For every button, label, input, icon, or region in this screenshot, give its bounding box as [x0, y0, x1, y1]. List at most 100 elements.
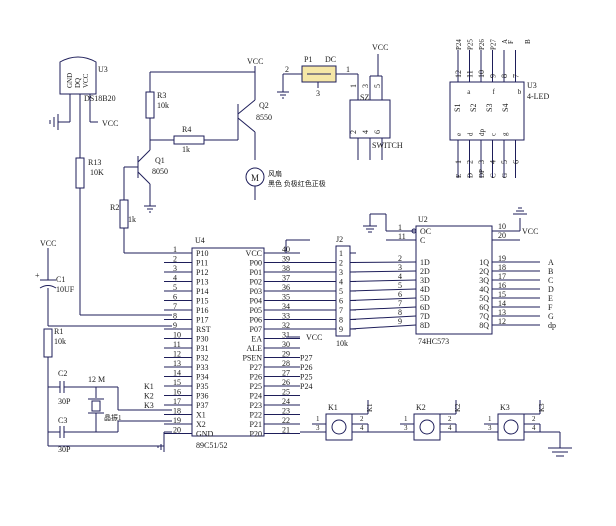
r2-ref: R2 — [110, 203, 119, 212]
sensor-name: DS18B20 — [84, 94, 116, 103]
u4-pin-label: X1 — [196, 411, 206, 420]
u4-pin-number: 16 — [173, 388, 181, 397]
segment-net-label: A — [548, 258, 554, 267]
u4-pin-number: 28 — [282, 359, 290, 368]
led-pin-number: 3 — [477, 160, 486, 164]
ground-symbol — [157, 440, 165, 452]
u4-pin-number: 20 — [173, 426, 181, 435]
segment-pin-label: c — [490, 133, 498, 136]
ground-symbol — [513, 207, 527, 215]
led-pin-number: 2 — [466, 160, 475, 164]
key-net-label: K3 — [538, 403, 546, 412]
u2-pin-number: 5 — [398, 281, 402, 290]
ground-symbol — [277, 91, 289, 99]
segment-net-label: G — [548, 312, 554, 321]
u2-pin-number: 4 — [398, 272, 402, 281]
u4-pin-number: 15 — [173, 378, 181, 387]
u4-pin-number: 27 — [282, 369, 290, 378]
digit-label: S1 — [453, 104, 462, 112]
digit-label: S2 — [469, 104, 478, 112]
j2-ref: J2 — [336, 235, 343, 244]
u4-pin-label: P06 — [250, 316, 262, 325]
u4-pin-number: 34 — [282, 302, 290, 311]
switch-pin-2: 2 — [349, 130, 358, 134]
segment-pin-label: f — [493, 88, 496, 96]
u2-pin-number: 15 — [498, 290, 506, 299]
segment-net-label: G — [501, 173, 509, 178]
u4-pin-number: 13 — [173, 359, 181, 368]
u4-pin-number: 3 — [173, 264, 177, 273]
u2-pin-number: 14 — [498, 299, 506, 308]
u2-pin-label: 5D — [420, 294, 430, 303]
u4-pin-label: P20 — [250, 430, 262, 439]
ea-vcc-label: VCC — [306, 333, 322, 342]
reset-vcc-label: VCC — [40, 239, 56, 248]
u2-pin-number: 8 — [398, 308, 402, 317]
key-pin-number: 3 — [488, 424, 492, 432]
j2-pin-number: 4 — [339, 278, 343, 287]
u2-pin-number: 17 — [498, 272, 506, 281]
r3-ref: R3 — [157, 91, 166, 100]
u4-pin-number: 19 — [173, 416, 181, 425]
u4-pin-label: P17 — [196, 316, 208, 325]
u4-pin-number: 18 — [173, 407, 181, 416]
switch-ref: SZ — [360, 93, 369, 102]
u4-pin-number: 14 — [173, 369, 181, 378]
u4-pin-label: P34 — [196, 373, 208, 382]
u4-pin-label: X2 — [196, 420, 206, 429]
u2-pin-number: 2 — [398, 254, 402, 263]
c3-value: 30P — [58, 445, 71, 454]
key-pin-number: 3 — [404, 424, 408, 432]
u4-pin-number: 33 — [282, 312, 290, 321]
u2-pin-label: 2D — [420, 267, 430, 276]
u4-pin-number: 7 — [173, 302, 177, 311]
led-pin-number: 7 — [512, 74, 521, 78]
u4-name: 89C51/52 — [196, 441, 228, 450]
digit-net-label: P27 — [490, 39, 498, 50]
u4-pin-label: P26 — [250, 373, 262, 382]
u4-pin-label: EA — [251, 335, 262, 344]
led-pin-number: 12 — [454, 70, 463, 78]
segment-pin-label: d — [467, 132, 475, 136]
p1-pin-1: 1 — [346, 65, 350, 74]
u2-pin-number: 3 — [398, 263, 402, 272]
c2-value: 30P — [58, 397, 71, 406]
u2-ref: U2 — [418, 215, 428, 224]
u4-pin-label: P10 — [196, 249, 208, 258]
segment-net-label: F — [548, 303, 553, 312]
u4-pin-number: 38 — [282, 264, 290, 273]
u4-pin-number: 4 — [173, 274, 177, 283]
led-ref: U3 — [527, 81, 537, 90]
led-name: 4-LED — [527, 92, 549, 101]
u4-pin-label: P32 — [196, 354, 208, 363]
u4-pin-label: PSEN — [242, 354, 262, 363]
u4-pin-label: P23 — [250, 401, 262, 410]
q1-ref: Q1 — [155, 156, 165, 165]
u4-pin-label: VCC — [246, 249, 262, 258]
sensor-pin-dq: DQ — [74, 78, 82, 88]
u4-pin-number: 9 — [173, 321, 177, 330]
j2-pin-number: 2 — [339, 259, 343, 268]
u2-pin-label: 7D — [420, 312, 430, 321]
u2-pin-label: OC — [420, 227, 431, 236]
u4-pin-number: 10 — [173, 331, 181, 340]
segment-pin-label: a — [467, 88, 471, 96]
u2-pin-number: 6 — [398, 290, 402, 299]
u4-pin-label: P00 — [250, 259, 262, 268]
key-pin-number: 2 — [360, 415, 364, 423]
u2-pin-label: 5Q — [479, 294, 489, 303]
u4-pin-label: P03 — [250, 287, 262, 296]
j2-pin-number: 1 — [339, 249, 343, 258]
u2-pin-label: 6Q — [479, 303, 489, 312]
u4-pin-number: 12 — [173, 350, 181, 359]
crystal-label: 晶振1 — [104, 413, 122, 422]
u2-pin-label: C — [420, 236, 425, 245]
key-pin-number: 3 — [316, 424, 320, 432]
switch-pin-3: 3 — [361, 84, 370, 88]
ground-symbol — [49, 114, 59, 130]
u2-pin-label: 3D — [420, 276, 430, 285]
